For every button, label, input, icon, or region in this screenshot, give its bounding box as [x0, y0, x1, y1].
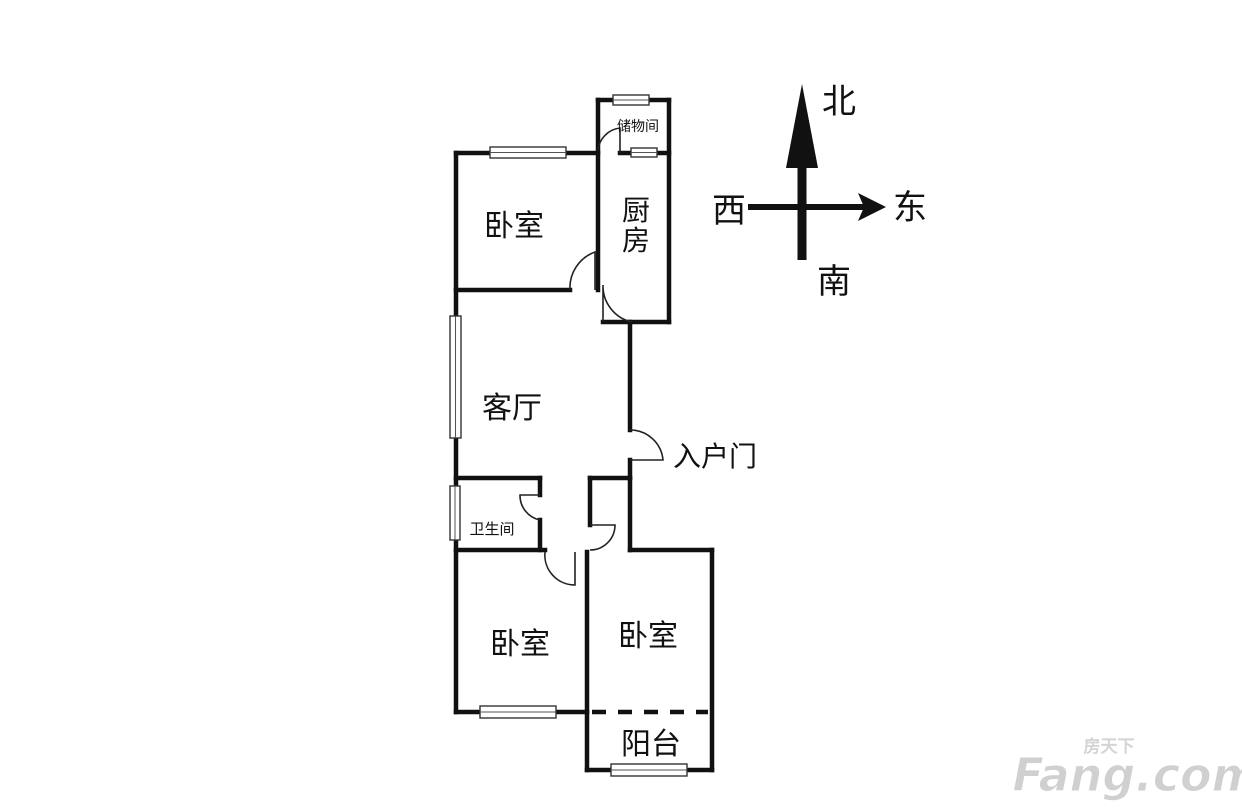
room-labels: 卧室 厨 房 储物间 客厅 入户门 卫生间 卧室 卧室 阳台 — [469, 119, 757, 762]
doors — [519, 127, 664, 586]
watermark-logo: 房天下 Fang.com — [1012, 736, 1242, 803]
label-bedroom-sw: 卧室 — [490, 627, 550, 662]
window-living-west — [449, 315, 462, 439]
window-storage-inner — [630, 147, 658, 158]
label-balcony: 阳台 — [621, 727, 681, 762]
compass-south: 南 — [817, 262, 851, 302]
window-bedroom-nw — [489, 146, 567, 159]
door-bedroom-se — [589, 524, 616, 551]
watermark-logo-text: Fang.com — [1012, 748, 1242, 802]
east-arrow-icon — [858, 193, 886, 221]
watermark-small-text: 房天下 — [1084, 736, 1135, 757]
door-storage — [597, 127, 621, 153]
window-bathroom — [449, 485, 461, 541]
label-entrance: 入户门 — [673, 440, 757, 473]
walls — [453, 97, 715, 773]
label-storage: 储物间 — [617, 119, 659, 135]
window-balcony — [610, 763, 688, 777]
window-storage — [612, 94, 650, 106]
window-bedroom-sw — [479, 705, 557, 719]
label-bedroom-nw: 卧室 — [484, 209, 544, 244]
compass-north: 北 — [822, 82, 856, 122]
label-living-room: 客厅 — [482, 391, 542, 426]
compass-west: 西 — [712, 191, 746, 231]
door-kitchen — [602, 284, 633, 323]
label-bathroom: 卫生间 — [469, 520, 514, 538]
door-bedroom-nw — [569, 250, 596, 291]
label-bedroom-se: 卧室 — [618, 619, 678, 654]
door-entrance — [629, 429, 664, 461]
door-bedroom-sw — [544, 551, 576, 586]
windows — [449, 94, 688, 777]
label-kitchen-1: 厨 — [622, 194, 650, 227]
door-bathroom — [519, 494, 541, 521]
compass-east: 东 — [893, 188, 927, 228]
label-kitchen-2: 房 — [622, 224, 650, 257]
compass: 北 南 东 西 — [712, 82, 927, 302]
north-arrow-icon — [786, 84, 818, 168]
